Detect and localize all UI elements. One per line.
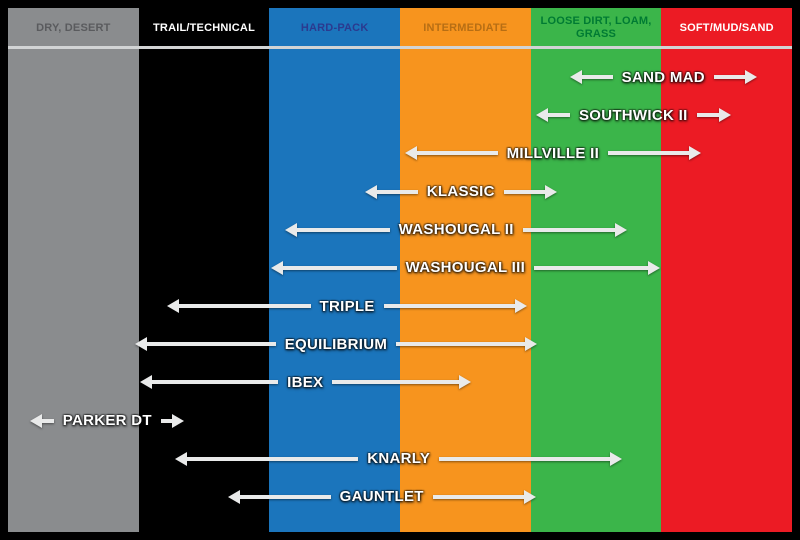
arrowhead-left-icon (569, 70, 582, 84)
arrowhead-right-icon (688, 146, 701, 161)
tire-range-millville-ii: MILLVILLE II (405, 143, 701, 163)
tire-range-sand-mad: SAND MAD (569, 67, 757, 87)
arrowhead-left-icon (139, 375, 152, 390)
tire-label-millville-ii: MILLVILLE II (506, 144, 600, 162)
arrow-line (522, 227, 616, 232)
arrow-line (146, 342, 276, 347)
arrow-line (160, 418, 173, 423)
terrain-header-hard-pack: HARD-PACK (300, 21, 369, 34)
arrow-line (432, 494, 524, 499)
arrowhead-left-icon (535, 108, 548, 123)
tire-range-parker-dt: PARKER DT (30, 411, 185, 431)
tire-label-ibex: IBEX (287, 373, 324, 391)
arrow-line (282, 265, 397, 270)
terrain-column-soft-mud-sand: SOFT/MUD/SAND (661, 8, 792, 532)
arrow-line (151, 380, 279, 385)
tire-label-sand-mad: SAND MAD (621, 68, 705, 86)
tire-label-southwick-ii: SOUTHWICK II (578, 106, 688, 124)
arrowhead-left-icon (175, 451, 188, 466)
tire-arrows-layer: SAND MAD SOUTHWICK II MILLVILLE II KLASSIC W… (8, 8, 792, 532)
arrowhead-right-icon (648, 260, 660, 275)
arrow-line (42, 418, 54, 423)
arrow-line (608, 151, 689, 156)
arrowhead-left-icon (134, 337, 147, 352)
tire-range-triple: TRIPLE (167, 296, 527, 316)
arrow-line (581, 75, 613, 79)
tire-range-washougal-ii: WASHOUGAL II (285, 220, 628, 240)
arrowhead-right-icon (718, 108, 731, 123)
arrow-line (696, 113, 719, 118)
tire-label-knarly: KNARLY (367, 450, 431, 468)
terrain-header-loose-dirt-loam-grass: LOOSE DIRT, LOAM, GRASS (540, 15, 652, 40)
arrowhead-left-icon (30, 413, 43, 428)
terrain-column-loose-dirt-loam-grass: LOOSE DIRT, LOAM, GRASS (530, 8, 662, 532)
arrowhead-right-icon (615, 222, 628, 237)
arrowhead-right-icon (514, 299, 527, 314)
tire-range-southwick-ii: SOUTHWICK II (535, 105, 731, 125)
tire-range-klassic: KLASSIC (364, 182, 557, 202)
tire-range-ibex: IBEX (139, 372, 471, 392)
arrowhead-left-icon (270, 260, 283, 275)
terrain-column-dry-desert: DRY, DESERT (8, 8, 139, 532)
chart-content: DRY, DESERT TRAIL/TECHNICAL HARD-PACK INTER… (8, 8, 792, 532)
tire-range-equilibrium: EQUILIBRIUM (134, 334, 538, 354)
tire-range-knarly: KNARLY (175, 449, 623, 469)
arrowhead-right-icon (525, 337, 538, 352)
arrow-line (239, 494, 331, 499)
arrow-line (332, 380, 459, 385)
tire-label-washougal-ii: WASHOUGAL II (398, 221, 514, 239)
arrow-line (179, 304, 311, 309)
arrowhead-right-icon (610, 451, 623, 466)
tire-label-washougal-iii: WASHOUGAL III (405, 259, 526, 277)
tire-label-klassic: KLASSIC (426, 183, 495, 201)
arrowhead-left-icon (364, 184, 377, 199)
tire-range-washougal-iii: WASHOUGAL III (270, 258, 660, 278)
arrow-line (534, 265, 648, 270)
arrowhead-right-icon (172, 413, 185, 428)
arrowhead-left-icon (405, 146, 418, 161)
arrowhead-right-icon (523, 489, 536, 504)
arrow-line (547, 113, 570, 118)
terrain-column-trail-technical: TRAIL/TECHNICAL (138, 8, 270, 532)
terrain-header-trail-technical: TRAIL/TECHNICAL (153, 21, 255, 34)
arrowhead-left-icon (167, 299, 180, 314)
terrain-columns: DRY, DESERT TRAIL/TECHNICAL HARD-PACK INTER… (8, 8, 792, 532)
terrain-header-intermediate: INTERMEDIATE (423, 21, 508, 34)
terrain-header-dry-desert: DRY, DESERT (36, 21, 111, 34)
tire-range-gauntlet: GAUNTLET (227, 487, 536, 507)
terrain-column-intermediate: INTERMEDIATE (400, 8, 531, 532)
tire-label-gauntlet: GAUNTLET (339, 488, 424, 506)
arrowhead-left-icon (285, 222, 297, 237)
arrowhead-right-icon (744, 70, 757, 84)
tire-label-parker-dt: PARKER DT (62, 412, 152, 430)
tire-label-equilibrium: EQUILIBRIUM (284, 335, 388, 353)
header-divider (8, 46, 792, 49)
arrow-line (383, 304, 515, 309)
arrowhead-left-icon (227, 489, 240, 504)
arrow-line (417, 151, 498, 156)
arrow-line (503, 189, 545, 194)
terrain-column-hard-pack: HARD-PACK (269, 8, 401, 532)
arrow-line (439, 456, 611, 461)
arrow-line (187, 456, 359, 461)
arrowhead-right-icon (544, 184, 557, 199)
arrowhead-right-icon (458, 375, 471, 390)
arrow-line (376, 189, 418, 194)
arrow-line (713, 75, 745, 79)
arrow-line (396, 342, 526, 347)
terrain-header-soft-mud-sand: SOFT/MUD/SAND (679, 21, 774, 34)
tire-label-triple: TRIPLE (319, 297, 375, 315)
arrow-line (297, 227, 390, 232)
